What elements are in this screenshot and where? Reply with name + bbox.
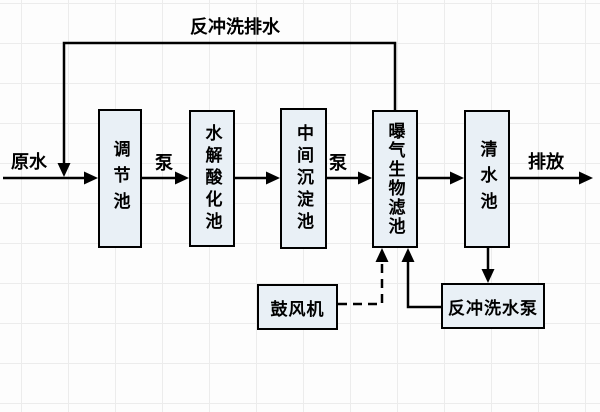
clearwater-to-pump-arrowhead	[481, 269, 495, 283]
blower-to-filter-dashed-line	[338, 263, 384, 306]
pump-label-2: 泵	[329, 153, 347, 173]
node-intermediate-sedimentation-tank: 中间沉淀池	[280, 108, 327, 249]
discharge-arrowhead	[579, 171, 593, 185]
node-blower: 鼓风机	[257, 284, 338, 330]
node-clear-water-tank: 清水池	[464, 110, 510, 248]
node-aerated-biological-filter-label: 曝气生物滤池	[385, 122, 405, 236]
raw-water-label: 原水	[11, 152, 47, 172]
node-hydrolysis-acidification-tank-label: 水解酸化池	[202, 123, 222, 234]
node-blower-label: 鼓风机	[270, 299, 325, 319]
backwash-drain-line	[62, 41, 397, 163]
pump-to-filter-arrowhead	[401, 248, 415, 262]
backwash-drain-label: 反冲洗排水	[190, 17, 280, 37]
node-aerated-biological-filter: 曝气生物滤池	[372, 110, 418, 248]
node-intermediate-sedimentation-tank-label: 中间沉淀池	[294, 123, 313, 234]
node-clear-water-tank-label: 清水池	[477, 140, 497, 218]
flow-arrowhead-1	[175, 171, 189, 185]
node-backwash-pump: 反冲洗水泵	[441, 283, 545, 329]
node-regulation-tank-label: 调节池	[110, 139, 130, 218]
pump-to-filter-line	[406, 262, 441, 309]
pump-label-1: 泵	[155, 153, 173, 173]
raw-water-arrowhead	[84, 171, 98, 185]
flow-arrowhead-4	[450, 171, 464, 185]
node-backwash-pump-label: 反冲洗水泵	[448, 298, 538, 318]
blower-to-filter-arrowhead	[375, 248, 389, 262]
node-regulation-tank: 调节池	[98, 109, 142, 248]
flow-arrowhead-3	[358, 171, 372, 185]
discharge-label: 排放	[528, 152, 564, 172]
backwash-drain-arrowhead	[57, 163, 71, 177]
flow-arrowhead-2	[266, 171, 280, 185]
node-hydrolysis-acidification-tank: 水解酸化池	[189, 110, 235, 247]
